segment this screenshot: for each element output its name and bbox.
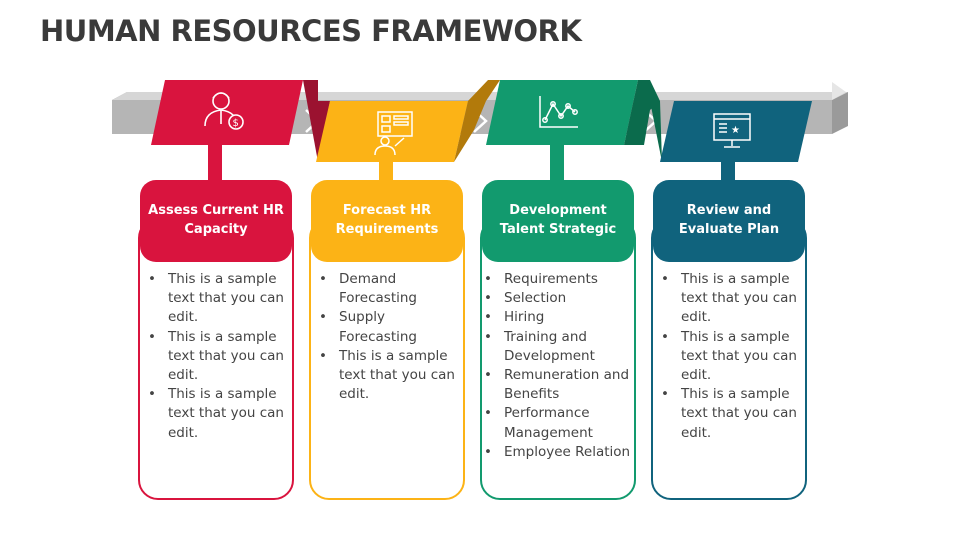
svg-text:★: ★ <box>731 125 740 136</box>
step-item-list: Demand Forecasting Supply Forecasting Th… <box>317 270 459 404</box>
list-item: This is a sample text that you can edit. <box>659 328 801 386</box>
step-card-forecast: Forecast HR Requirements Demand Forecast… <box>309 180 465 500</box>
list-item: Hiring <box>482 308 632 327</box>
step-3-connector <box>550 145 564 182</box>
list-item: This is a sample text that you can edit. <box>317 347 459 405</box>
step-1-banner <box>151 80 303 145</box>
list-item: This is a sample text that you can edit. <box>659 385 801 443</box>
step-heading-line: Assess Current HR <box>148 203 284 218</box>
list-item: Training and Development <box>482 328 632 366</box>
step-heading-line: Development <box>509 203 607 218</box>
step-2-banner <box>316 101 468 162</box>
band-right-cap <box>832 92 848 134</box>
monitor-review-icon: ★ <box>713 113 751 148</box>
step-heading-line: Talent Strategic <box>499 222 617 237</box>
step-item-list: This is a sample text that you can edit.… <box>659 270 801 443</box>
step-heading: Development Talent Strategic <box>482 180 634 262</box>
list-item: This is a sample text that you can edit. <box>146 385 288 443</box>
step-card-assess: Assess Current HR Capacity This is a sam… <box>138 180 294 500</box>
step-heading: Review and Evaluate Plan <box>653 180 805 262</box>
list-item: Performance Management <box>482 404 632 442</box>
step-4-connector <box>721 162 735 182</box>
list-item: Requirements <box>482 270 632 289</box>
list-item: Remuneration and Benefits <box>482 366 632 404</box>
step-heading-line: Review and <box>686 203 772 218</box>
list-item: This is a sample text that you can edit. <box>659 270 801 328</box>
line-chart-icon <box>539 96 578 128</box>
person-dollar-icon: $ <box>204 92 244 130</box>
step-heading-line: Evaluate Plan <box>678 222 780 237</box>
step-heading-line: Capacity <box>184 222 248 237</box>
page-title: HUMAN RESOURCES FRAMEWORK <box>40 14 582 48</box>
list-item: Demand Forecasting <box>317 270 459 308</box>
step-4-banner <box>660 101 812 162</box>
list-item: Employee Relation <box>482 443 632 462</box>
step-item-list: This is a sample text that you can edit.… <box>146 270 288 443</box>
step-heading-line: Requirements <box>335 222 439 237</box>
presentation-board-icon <box>374 111 413 156</box>
step-3-banner <box>486 80 638 145</box>
step-1-connector <box>208 145 222 182</box>
svg-text:$: $ <box>233 118 239 129</box>
step-item-list: Requirements Selection Hiring Training a… <box>482 270 632 462</box>
list-item: This is a sample text that you can edit. <box>146 270 288 328</box>
list-item: This is a sample text that you can edit. <box>146 328 288 386</box>
step-heading: Forecast HR Requirements <box>311 180 463 262</box>
list-item: Selection <box>482 289 632 308</box>
step-heading: Assess Current HR Capacity <box>140 180 292 262</box>
step-2-connector <box>379 162 393 182</box>
step-card-review: Review and Evaluate Plan This is a sampl… <box>651 180 807 500</box>
list-item: Supply Forecasting <box>317 308 459 346</box>
step-heading-line: Forecast HR <box>342 203 432 218</box>
step-card-development: Development Talent Strategic Requirement… <box>480 180 636 500</box>
